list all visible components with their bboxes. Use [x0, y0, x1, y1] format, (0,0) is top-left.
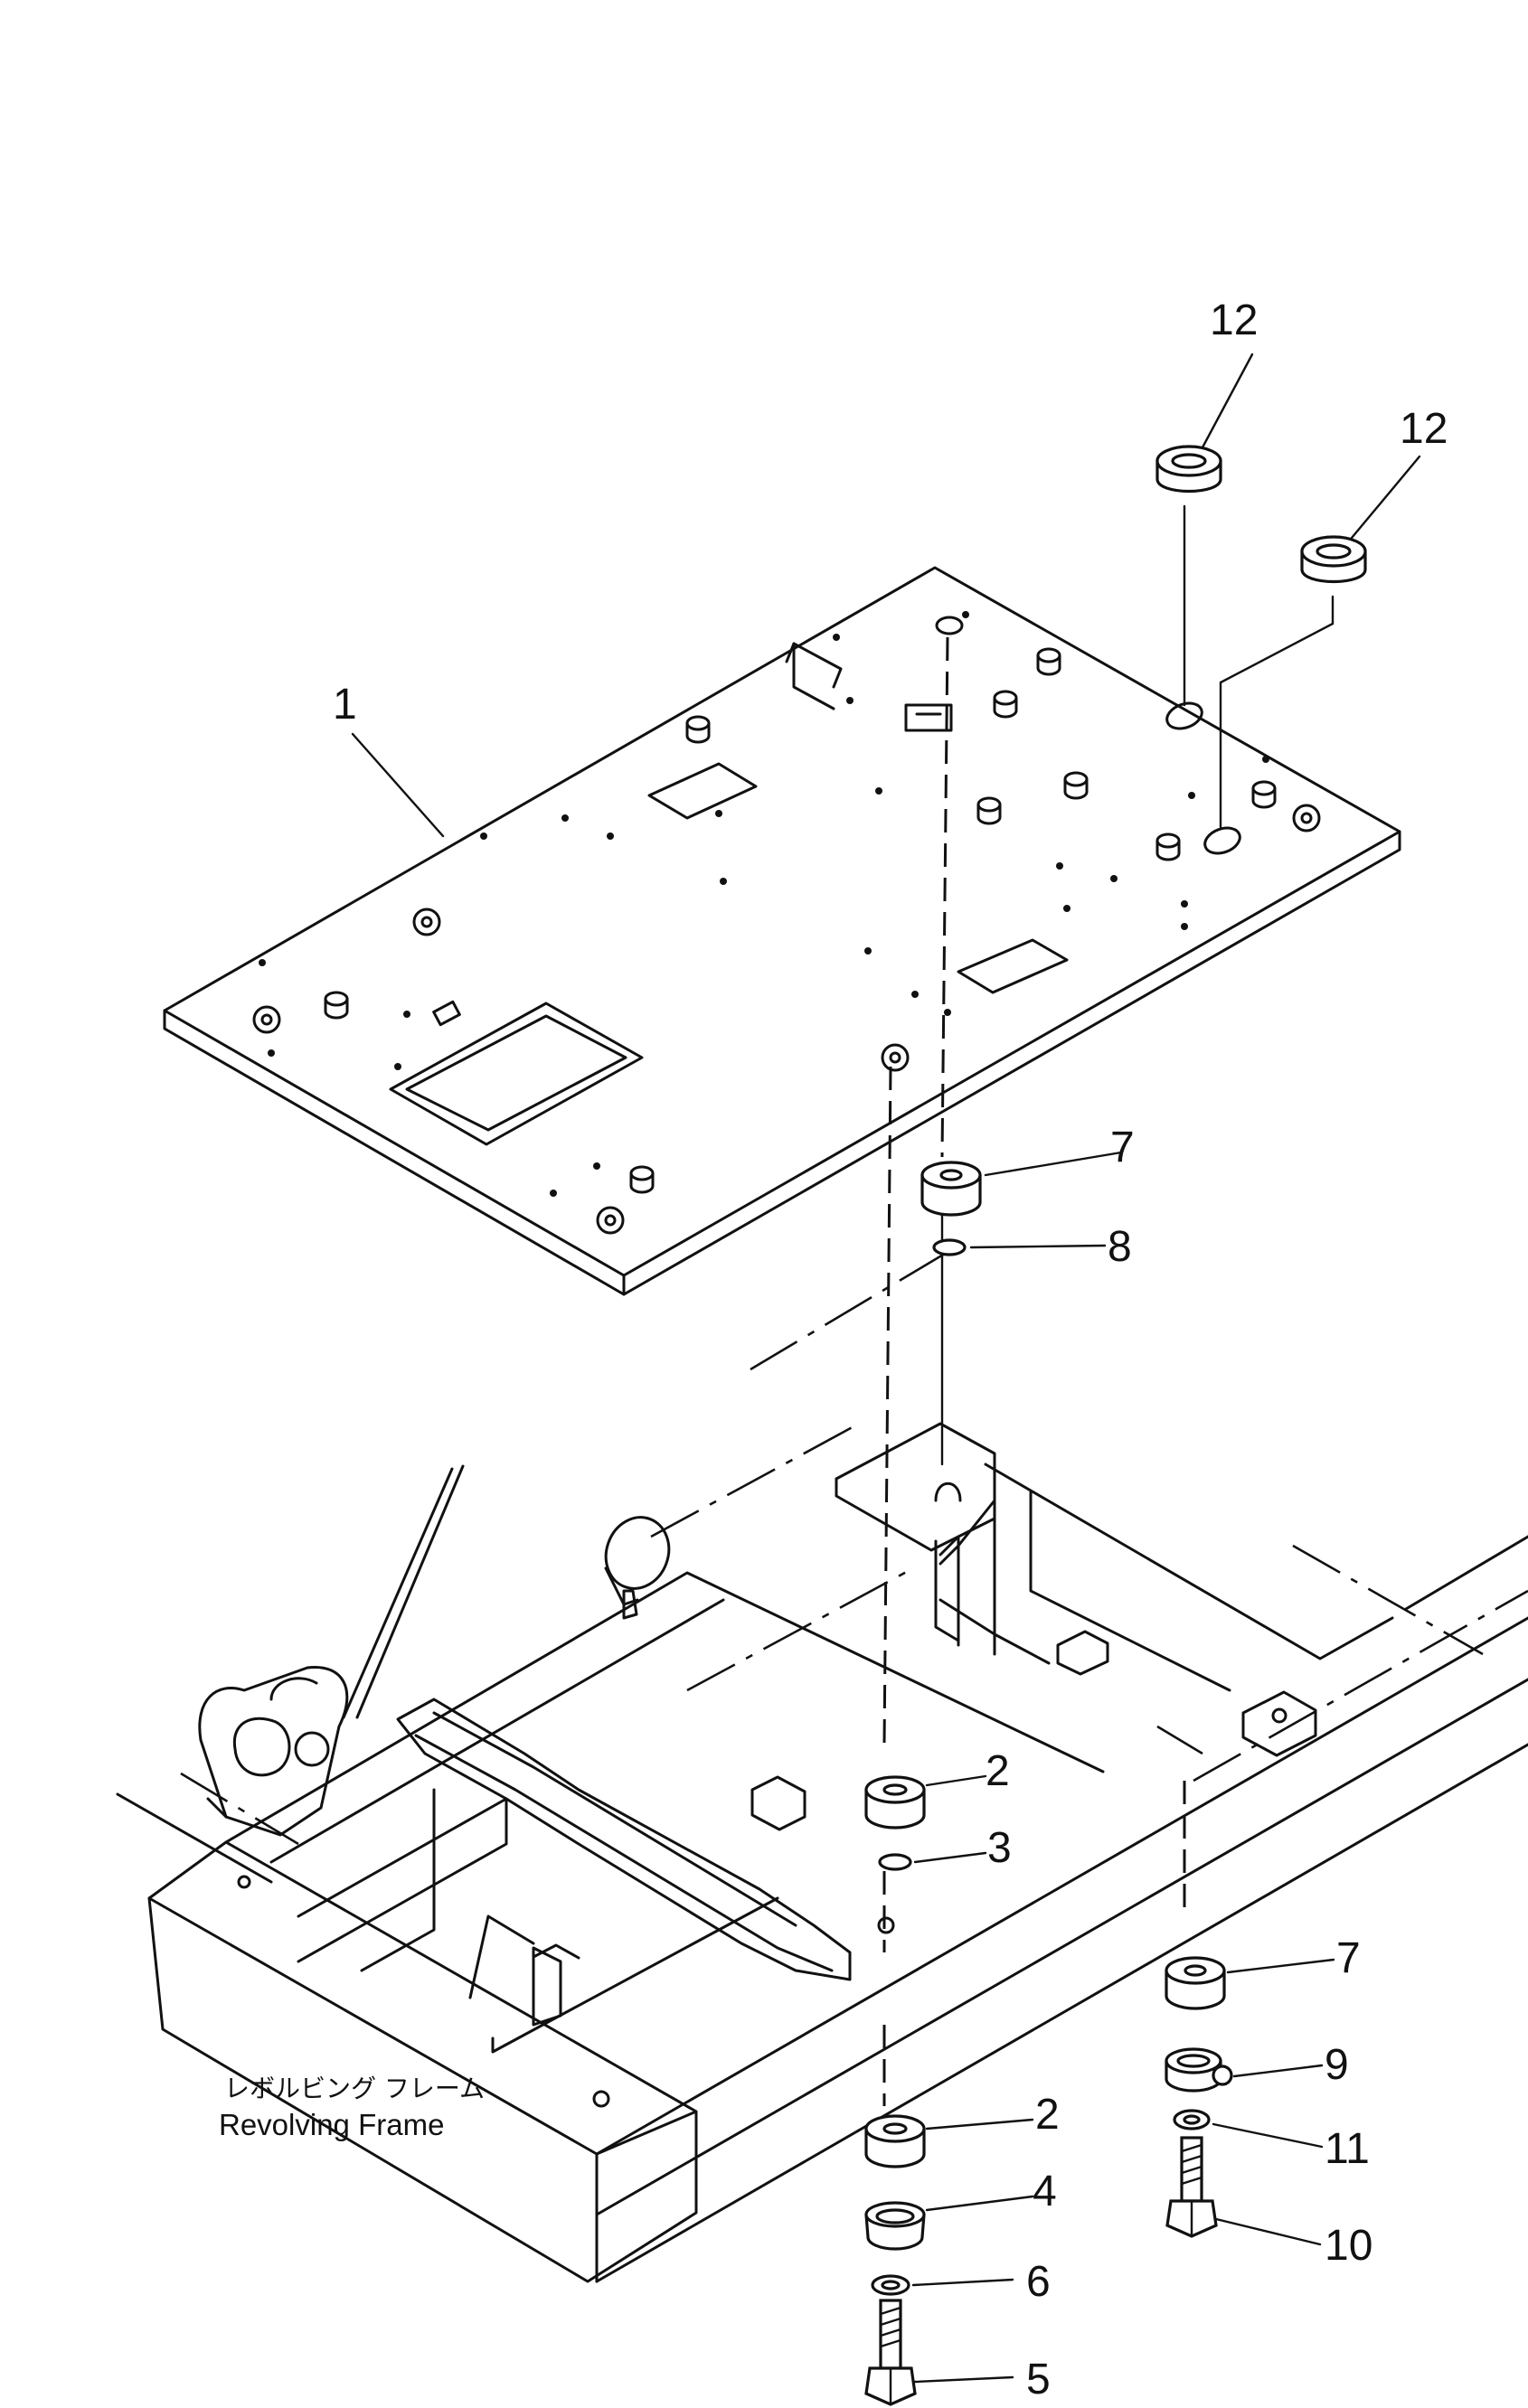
label-part-10: 10 [1325, 2222, 1372, 2270]
parts [864, 445, 1367, 2406]
grommet-12-right [1300, 535, 1367, 583]
label-part-11: 11 [1325, 2125, 1370, 2173]
label-part-3: 3 [987, 1824, 1012, 1872]
frame-label: レボルビング フレーム Revolving Frame [219, 2074, 485, 2141]
o-ring-3 [878, 1853, 912, 1871]
grommet-12-left [1155, 445, 1222, 493]
label-part-2-lower: 2 [1035, 2091, 1060, 2139]
frame-label-japanese: レボルビング フレーム [224, 2074, 485, 2103]
label-part-12-left: 12 [1210, 296, 1258, 344]
revolving-frame [116, 1422, 1528, 2283]
bolt-5 [864, 2299, 917, 2406]
spacer-7-lower [1165, 1956, 1226, 2010]
label-part-9: 9 [1325, 2041, 1349, 2089]
o-ring-8 [932, 1238, 967, 1256]
washer-11 [1173, 2109, 1211, 2131]
label-part-5: 5 [1026, 2356, 1051, 2403]
label-part-6: 6 [1026, 2258, 1051, 2306]
bolt-10 [1165, 2136, 1218, 2238]
spacer-2-lower [864, 2114, 926, 2168]
label-part-2-upper: 2 [986, 1747, 1010, 1795]
floor-plate [163, 566, 1401, 1296]
washer-6 [871, 2274, 910, 2296]
spacer-2-upper [864, 1775, 926, 1830]
label-part-1: 1 [333, 681, 357, 729]
spacer-7-upper [920, 1161, 982, 1217]
label-part-4: 4 [1033, 2168, 1057, 2215]
part-numbers: 1 12 12 7 8 2 3 2 4 6 5 7 9 11 10 [333, 296, 1448, 2403]
label-part-7-upper: 7 [1110, 1124, 1135, 1171]
label-part-12-right: 12 [1400, 405, 1448, 453]
leader-lines [351, 353, 1421, 2384]
label-part-7-lower: 7 [1336, 1934, 1361, 1982]
cup-washer-4 [864, 2201, 926, 2251]
label-part-8: 8 [1108, 1223, 1132, 1271]
frame-label-english: Revolving Frame [219, 2108, 444, 2141]
centerlines [180, 504, 1528, 2106]
clamp-9 [1165, 2047, 1233, 2093]
